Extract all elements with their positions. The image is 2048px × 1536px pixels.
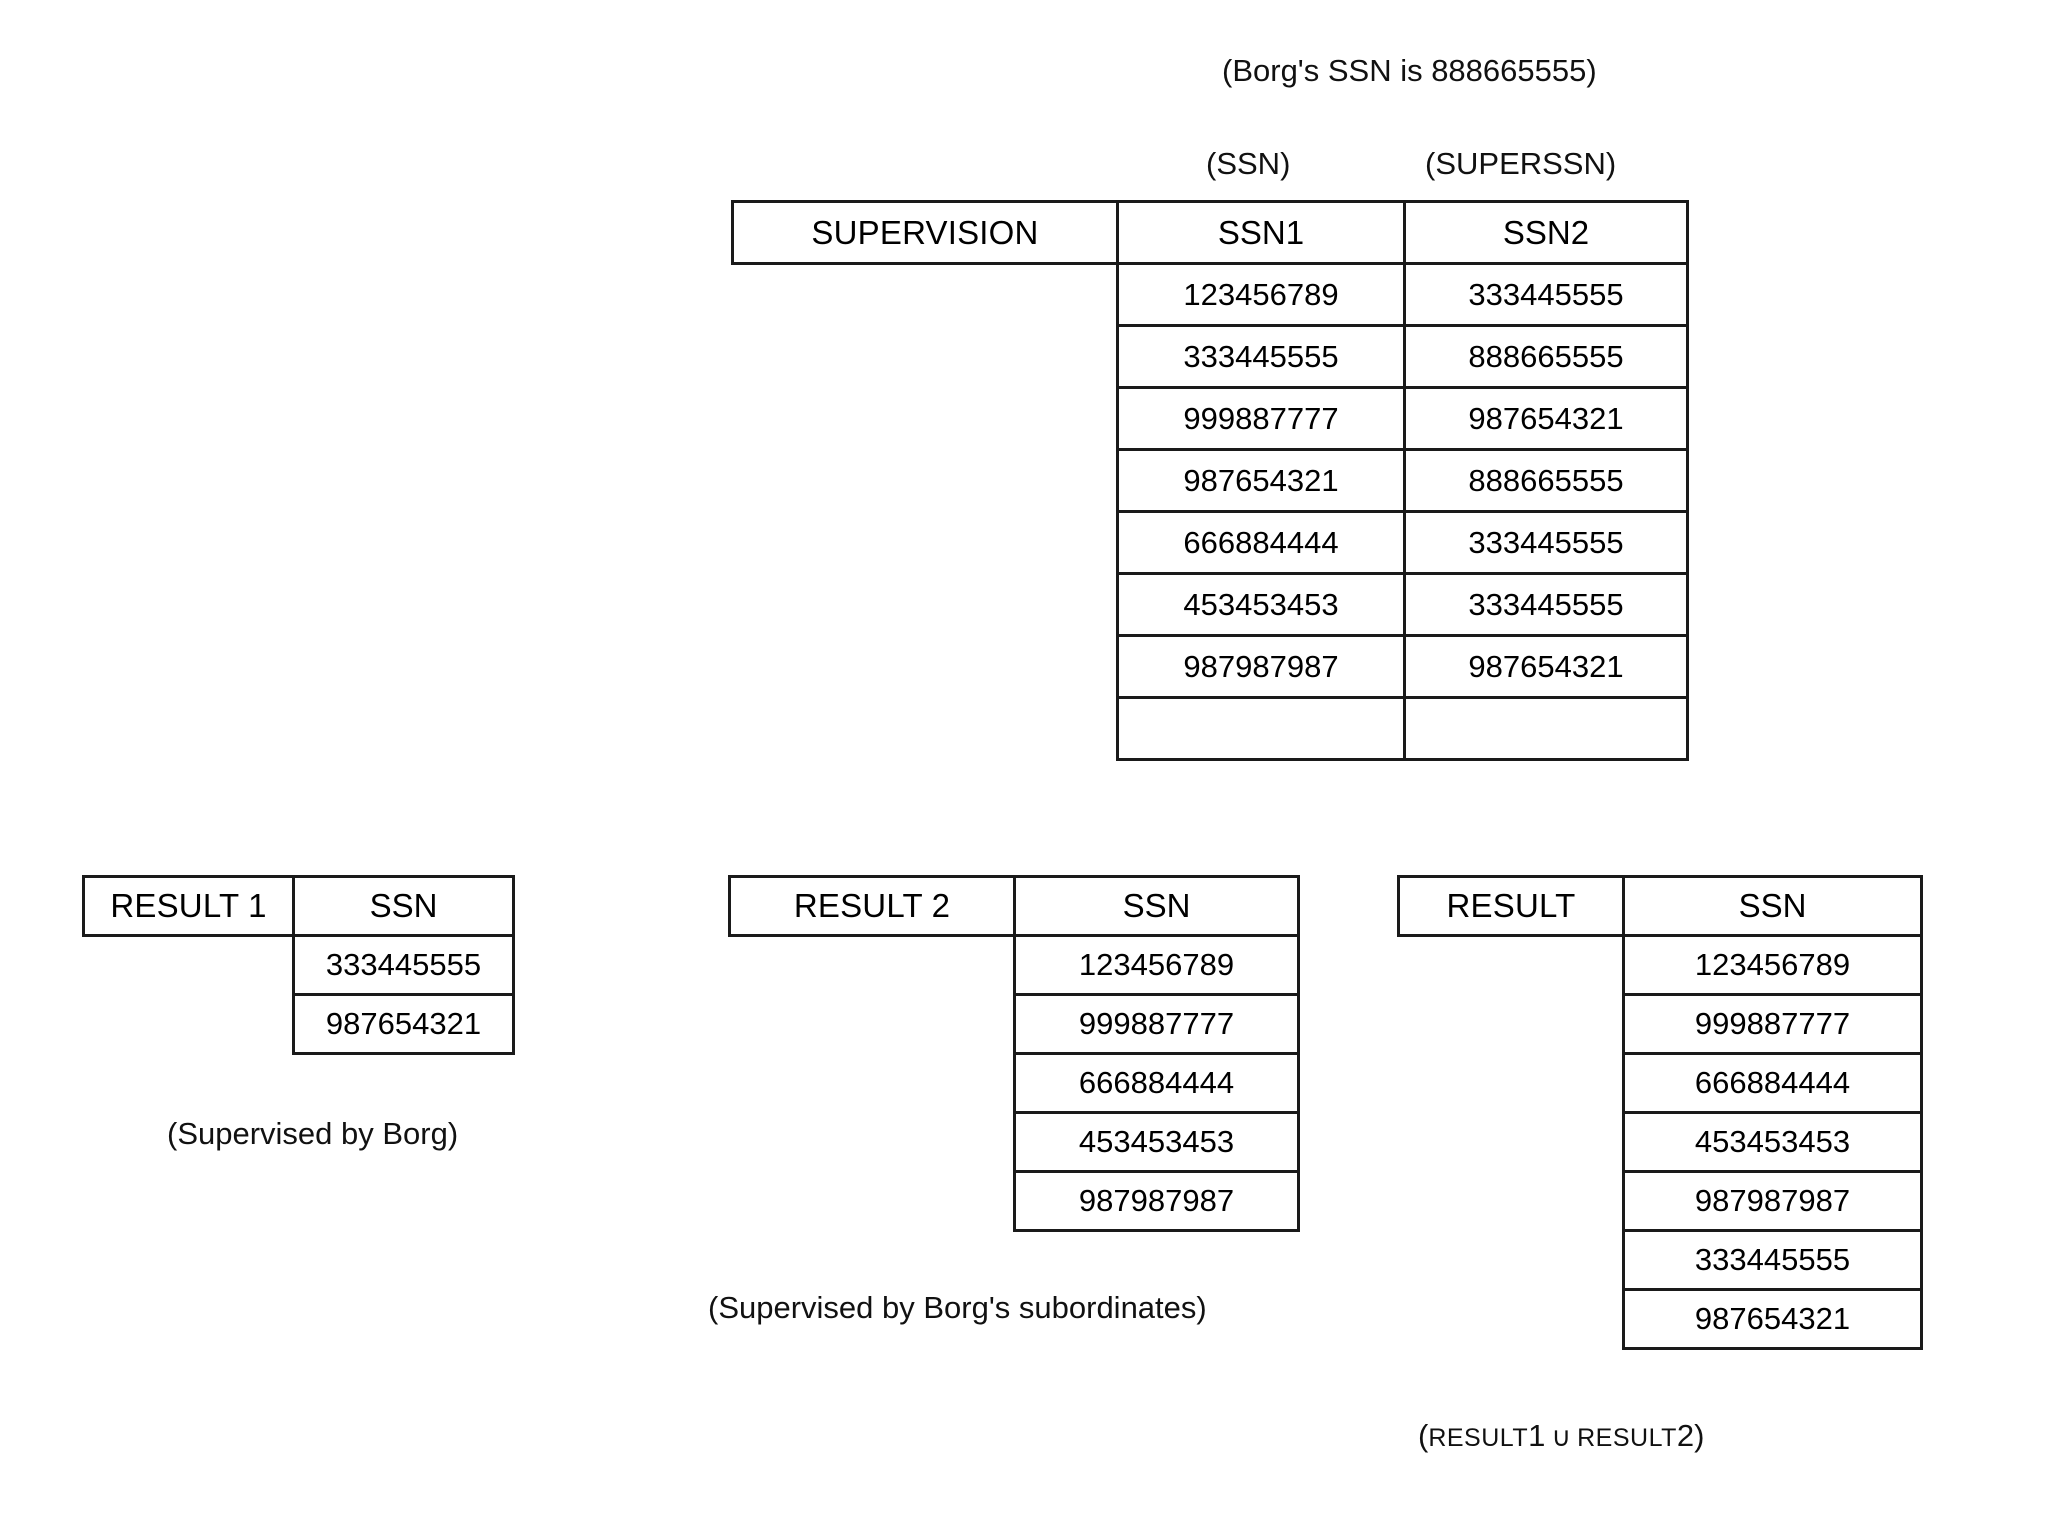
ssn2-attribute-label: (SUPERSSN): [1425, 146, 1617, 181]
borg-ssn-note: (Borg's SSN is 888665555): [1222, 53, 1597, 88]
result-column-ssn: SSN 123456789 999887777 666884444 453453…: [1622, 875, 1923, 1350]
result2-table: RESULT 2 SSN 123456789 999887777 6668844…: [728, 875, 1300, 1232]
result2-column-ssn: SSN 123456789 999887777 666884444 453453…: [1013, 875, 1300, 1232]
table-cell: 987987987: [1622, 1170, 1923, 1232]
column-header-ssn1: SSN1: [1116, 200, 1406, 265]
result1-column-ssn: SSN 333445555 987654321: [292, 875, 515, 1055]
supervision-columns: SSN1 123456789 333445555 999887777 98765…: [1116, 200, 1689, 761]
column-header-ssn: SSN: [292, 875, 515, 937]
result-union-caption: (RESULT1∪RESULT2): [1418, 1420, 1704, 1451]
table-cell: 999887777: [1622, 993, 1923, 1055]
table-cell: 666884444: [1116, 510, 1406, 575]
column-header-ssn: SSN: [1622, 875, 1923, 937]
table-cell: 453453453: [1013, 1111, 1300, 1173]
table-cell: 453453453: [1116, 572, 1406, 637]
table-cell: 453453453: [1622, 1111, 1923, 1173]
table-cell: 987987987: [1013, 1170, 1300, 1232]
result1-caption: (Supervised by Borg): [167, 1116, 459, 1151]
table-cell: 666884444: [1013, 1052, 1300, 1114]
union-caption-result2-num: 2: [1676, 1418, 1695, 1453]
result-relation-name: RESULT: [1397, 875, 1625, 937]
union-caption-result1-num: 1: [1528, 1418, 1546, 1453]
ssn1-attribute-label: (SSN): [1206, 146, 1291, 181]
column-header-ssn: SSN: [1013, 875, 1300, 937]
result1-relation-name: RESULT 1: [82, 875, 295, 937]
table-cell: 999887777: [1116, 386, 1406, 451]
union-caption-open-paren: (: [1418, 1418, 1429, 1453]
result2-relation-name: RESULT 2: [728, 875, 1016, 937]
column-header-ssn2: SSN2: [1403, 200, 1689, 265]
result-table: RESULT SSN 123456789 999887777 666884444…: [1397, 875, 1923, 1350]
result2-caption: (Supervised by Borg's subordinates): [708, 1290, 1207, 1325]
union-caption-result2-word: RESULT: [1577, 1424, 1677, 1452]
union-operator-icon: ∪: [1551, 1422, 1572, 1452]
table-cell: 333445555: [292, 934, 515, 996]
table-cell: 987654321: [1403, 634, 1689, 699]
table-cell: 333445555: [1116, 324, 1406, 389]
result-columns: SSN 123456789 999887777 666884444 453453…: [1622, 875, 1923, 1350]
supervision-column-ssn2: SSN2 333445555 888665555 987654321 88866…: [1403, 200, 1689, 761]
table-cell: 333445555: [1403, 510, 1689, 575]
table-cell: 333445555: [1403, 262, 1689, 327]
table-cell: 987654321: [292, 993, 515, 1055]
table-cell: 888665555: [1403, 324, 1689, 389]
table-cell-empty: [1403, 696, 1689, 761]
table-cell: 987987987: [1116, 634, 1406, 699]
table-cell: 123456789: [1116, 262, 1406, 327]
table-cell: 333445555: [1403, 572, 1689, 637]
table-cell-empty: [1116, 696, 1406, 761]
supervision-relation-name: SUPERVISION: [731, 200, 1119, 265]
result2-columns: SSN 123456789 999887777 666884444 453453…: [1013, 875, 1300, 1232]
table-cell: 888665555: [1403, 448, 1689, 513]
table-cell: 999887777: [1013, 993, 1300, 1055]
table-cell: 123456789: [1622, 934, 1923, 996]
result1-table: RESULT 1 SSN 333445555 987654321: [82, 875, 515, 1055]
table-cell: 333445555: [1622, 1229, 1923, 1291]
table-cell: 987654321: [1622, 1288, 1923, 1350]
result1-columns: SSN 333445555 987654321: [292, 875, 515, 1055]
union-caption-close-paren: ): [1694, 1418, 1705, 1453]
table-cell: 987654321: [1116, 448, 1406, 513]
supervision-column-ssn1: SSN1 123456789 333445555 999887777 98765…: [1116, 200, 1406, 761]
supervision-table: SUPERVISION SSN1 123456789 333445555 999…: [731, 200, 1689, 761]
table-cell: 666884444: [1622, 1052, 1923, 1114]
union-caption-result1-word: RESULT: [1428, 1424, 1529, 1452]
table-cell: 987654321: [1403, 386, 1689, 451]
table-cell: 123456789: [1013, 934, 1300, 996]
